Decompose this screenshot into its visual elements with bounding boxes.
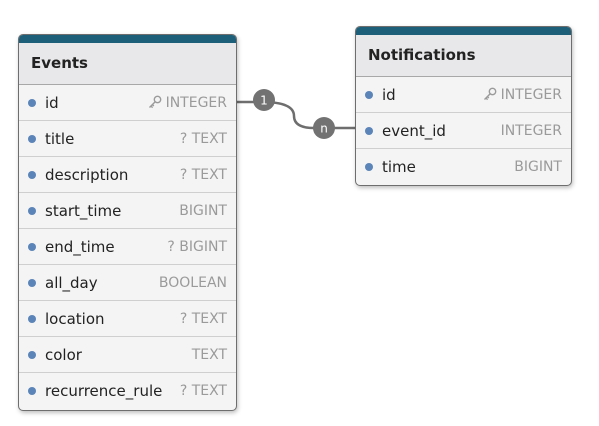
events-column-title[interactable]: title ? TEXT (19, 121, 236, 157)
notifications-column-id[interactable]: id INTEGER (356, 77, 571, 113)
cardinality-many-badge (313, 117, 335, 139)
column-dot-icon (28, 351, 36, 359)
column-name: color (45, 346, 82, 364)
column-type: INTEGER (483, 77, 562, 113)
column-type-label: INTEGER (165, 95, 227, 111)
events-table-title[interactable]: Events (19, 43, 236, 85)
events-column-recurrence-rule[interactable]: recurrence_rule ? TEXT (19, 373, 236, 409)
column-name: title (45, 130, 75, 148)
column-dot-icon (28, 315, 36, 323)
events-table-accent-bar (19, 35, 236, 43)
notifications-table-accent-bar (356, 27, 571, 35)
events-column-end-time[interactable]: end_time ? BIGINT (19, 229, 236, 265)
column-type: ? BIGINT (167, 239, 227, 255)
column-dot-icon (365, 91, 373, 99)
events-column-all-day[interactable]: all_day BOOLEAN (19, 265, 236, 301)
events-columns: id INTEGER title ? TEXT description ? TE… (19, 85, 236, 409)
column-dot-icon (28, 279, 36, 287)
column-type: ? TEXT (179, 131, 227, 147)
key-icon (148, 95, 161, 108)
events-column-id[interactable]: id INTEGER (19, 85, 236, 121)
events-column-location[interactable]: location ? TEXT (19, 301, 236, 337)
column-type: INTEGER (148, 85, 227, 121)
column-dot-icon (28, 135, 36, 143)
column-name: id (45, 94, 59, 112)
column-type: ? TEXT (179, 167, 227, 183)
column-type: ? TEXT (179, 311, 227, 327)
column-name: all_day (45, 274, 98, 292)
column-type: INTEGER (500, 123, 562, 139)
column-dot-icon (28, 387, 36, 395)
events-column-color[interactable]: color TEXT (19, 337, 236, 373)
cardinality-one-badge (253, 89, 275, 111)
column-type: BIGINT (514, 159, 562, 175)
column-dot-icon (365, 163, 373, 171)
column-type: BIGINT (179, 203, 227, 219)
notifications-column-time[interactable]: time BIGINT (356, 149, 571, 185)
events-column-description[interactable]: description ? TEXT (19, 157, 236, 193)
notifications-table-title[interactable]: Notifications (356, 35, 571, 77)
column-dot-icon (28, 171, 36, 179)
cardinality-many-label: n (320, 122, 328, 136)
relationship-line (237, 100, 355, 130)
column-name: location (45, 310, 105, 328)
column-dot-icon (28, 243, 36, 251)
column-dot-icon (365, 127, 373, 135)
notifications-table[interactable]: Notifications id INTEGER event_id INTEGE… (355, 26, 572, 186)
column-dot-icon (28, 207, 36, 215)
column-name: time (382, 158, 416, 176)
column-name: start_time (45, 202, 122, 220)
column-name: event_id (382, 122, 446, 140)
column-name: end_time (45, 238, 115, 256)
column-type: ? TEXT (179, 383, 227, 399)
notifications-column-event-id[interactable]: event_id INTEGER (356, 113, 571, 149)
notifications-columns: id INTEGER event_id INTEGER time BIGINT (356, 77, 571, 185)
column-type-label: INTEGER (500, 87, 562, 103)
column-name: recurrence_rule (45, 382, 163, 400)
events-column-start-time[interactable]: start_time BIGINT (19, 193, 236, 229)
column-name: id (382, 86, 396, 104)
column-name: description (45, 166, 129, 184)
key-icon (483, 87, 496, 100)
column-dot-icon (28, 99, 36, 107)
column-type: BOOLEAN (158, 275, 227, 291)
events-table[interactable]: Events id INTEGER title ? TEXT descripti… (18, 34, 237, 411)
cardinality-one-label: 1 (260, 94, 268, 108)
column-type: TEXT (191, 347, 227, 363)
